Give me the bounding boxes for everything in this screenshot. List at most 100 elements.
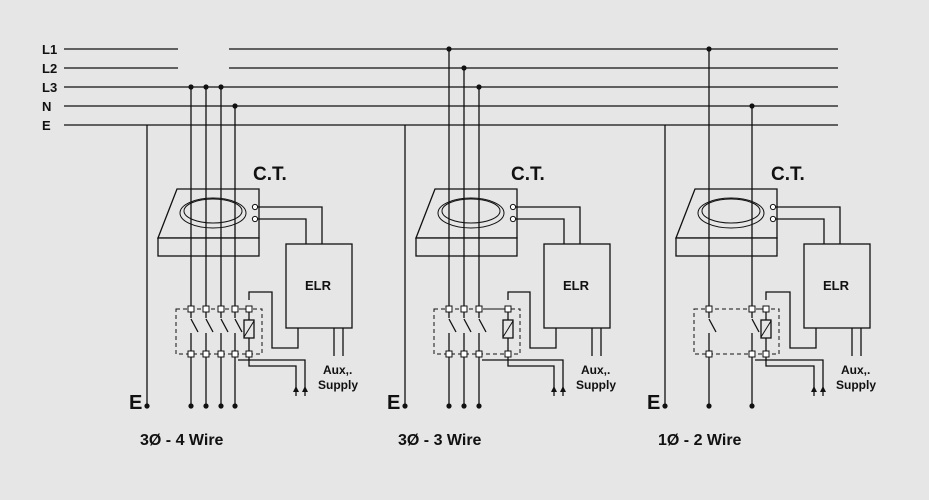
terminal xyxy=(504,350,512,358)
busbar-labels: L1 L2 L3 N E xyxy=(42,42,57,133)
earth-dot xyxy=(144,403,150,409)
tap-dot xyxy=(461,65,467,71)
output-dot xyxy=(461,403,467,409)
contact-blade xyxy=(234,318,243,333)
output-dot xyxy=(232,403,238,409)
ct-label: C.T. xyxy=(511,164,545,185)
ct-secondary-wire-1 xyxy=(516,206,581,244)
conductor xyxy=(748,103,760,409)
circuit-3ph3w: E C.T. ELR Aux,.Supply 3Ø - 3 Wire xyxy=(387,46,616,449)
arrow-up xyxy=(302,386,308,392)
elr-relay: ELR xyxy=(803,243,871,329)
conductor xyxy=(705,46,717,409)
ct-base xyxy=(415,237,518,257)
terminal xyxy=(460,350,468,358)
elr-body xyxy=(803,243,871,329)
ct-core-inner xyxy=(183,198,243,224)
conductor xyxy=(202,84,214,409)
test-wire-1 xyxy=(765,357,815,396)
terminal xyxy=(217,305,225,313)
conductor xyxy=(231,103,243,409)
terminal xyxy=(187,350,195,358)
terminal xyxy=(460,305,468,313)
test-wire-2 xyxy=(755,359,824,396)
label-l3: L3 xyxy=(42,80,57,95)
terminal xyxy=(748,305,756,313)
ct-top xyxy=(675,188,778,239)
trip-coil xyxy=(756,305,772,358)
terminal xyxy=(187,305,195,313)
earth-label: E xyxy=(387,392,400,414)
ct-secondary-terminal xyxy=(251,203,259,211)
output-dot xyxy=(203,403,209,409)
ct-base xyxy=(675,237,778,257)
terminal xyxy=(445,305,453,313)
label-n: N xyxy=(42,99,51,114)
breaker-block xyxy=(693,308,780,355)
output-dot xyxy=(476,403,482,409)
elr-label: ELR xyxy=(305,278,332,293)
label-l1: L1 xyxy=(42,42,57,57)
ct-core-outer xyxy=(437,197,505,229)
output-dot xyxy=(706,403,712,409)
terminal xyxy=(245,350,253,358)
tap-dot xyxy=(203,84,209,90)
elr-trip-wire xyxy=(765,291,817,349)
terminal xyxy=(231,305,239,313)
tap-dot xyxy=(188,84,194,90)
ct-core-outer xyxy=(179,197,247,229)
conductor xyxy=(187,84,199,409)
terminal xyxy=(202,350,210,358)
contact-blade xyxy=(205,318,214,333)
ct-secondary-terminal xyxy=(769,203,777,211)
arrow-up xyxy=(820,386,826,392)
contact-blade xyxy=(220,318,229,333)
arrow-up xyxy=(551,386,557,392)
tap-dot xyxy=(476,84,482,90)
circuit-caption: 3Ø - 3 Wire xyxy=(398,432,482,449)
label-l2: L2 xyxy=(42,61,57,76)
ct-secondary-wire-1 xyxy=(776,206,841,244)
earth-label: E xyxy=(129,392,142,414)
terminal xyxy=(475,350,483,358)
test-wire-2 xyxy=(482,359,564,396)
terminal xyxy=(762,350,770,358)
aux-label-line2: Supply xyxy=(576,378,616,392)
ct-top xyxy=(157,188,260,239)
terminal xyxy=(202,305,210,313)
output-dot xyxy=(446,403,452,409)
coil-slash xyxy=(760,320,772,338)
ct-label: C.T. xyxy=(253,164,287,185)
contact-blade xyxy=(448,318,457,333)
circuit-caption: 3Ø - 4 Wire xyxy=(140,432,224,449)
terminal xyxy=(705,350,713,358)
terminal xyxy=(475,305,483,313)
terminal xyxy=(504,305,512,313)
circuit-caption: 1Ø - 2 Wire xyxy=(658,432,742,449)
conductor xyxy=(460,65,472,409)
aux-label-line1: Aux,. xyxy=(841,363,870,377)
ct-core-inner xyxy=(701,198,761,224)
output-dot xyxy=(218,403,224,409)
ct-top xyxy=(415,188,518,239)
elr-relay: ELR xyxy=(285,243,353,329)
arrow-up xyxy=(293,386,299,392)
aux-label-line1: Aux,. xyxy=(581,363,610,377)
terminal xyxy=(705,305,713,313)
earth-dot xyxy=(662,403,668,409)
output-dot xyxy=(749,403,755,409)
elr-label: ELR xyxy=(563,278,590,293)
ct-base xyxy=(157,237,260,257)
terminal xyxy=(245,305,253,313)
elr-trip-wire xyxy=(248,291,299,349)
elr-body xyxy=(543,243,611,329)
tap-dot xyxy=(218,84,224,90)
earth-dot xyxy=(402,403,408,409)
label-e: E xyxy=(42,118,51,133)
coil-slash xyxy=(502,320,514,338)
output-dot xyxy=(188,403,194,409)
conductor xyxy=(217,84,229,409)
terminal xyxy=(217,350,225,358)
conductor xyxy=(475,84,487,409)
